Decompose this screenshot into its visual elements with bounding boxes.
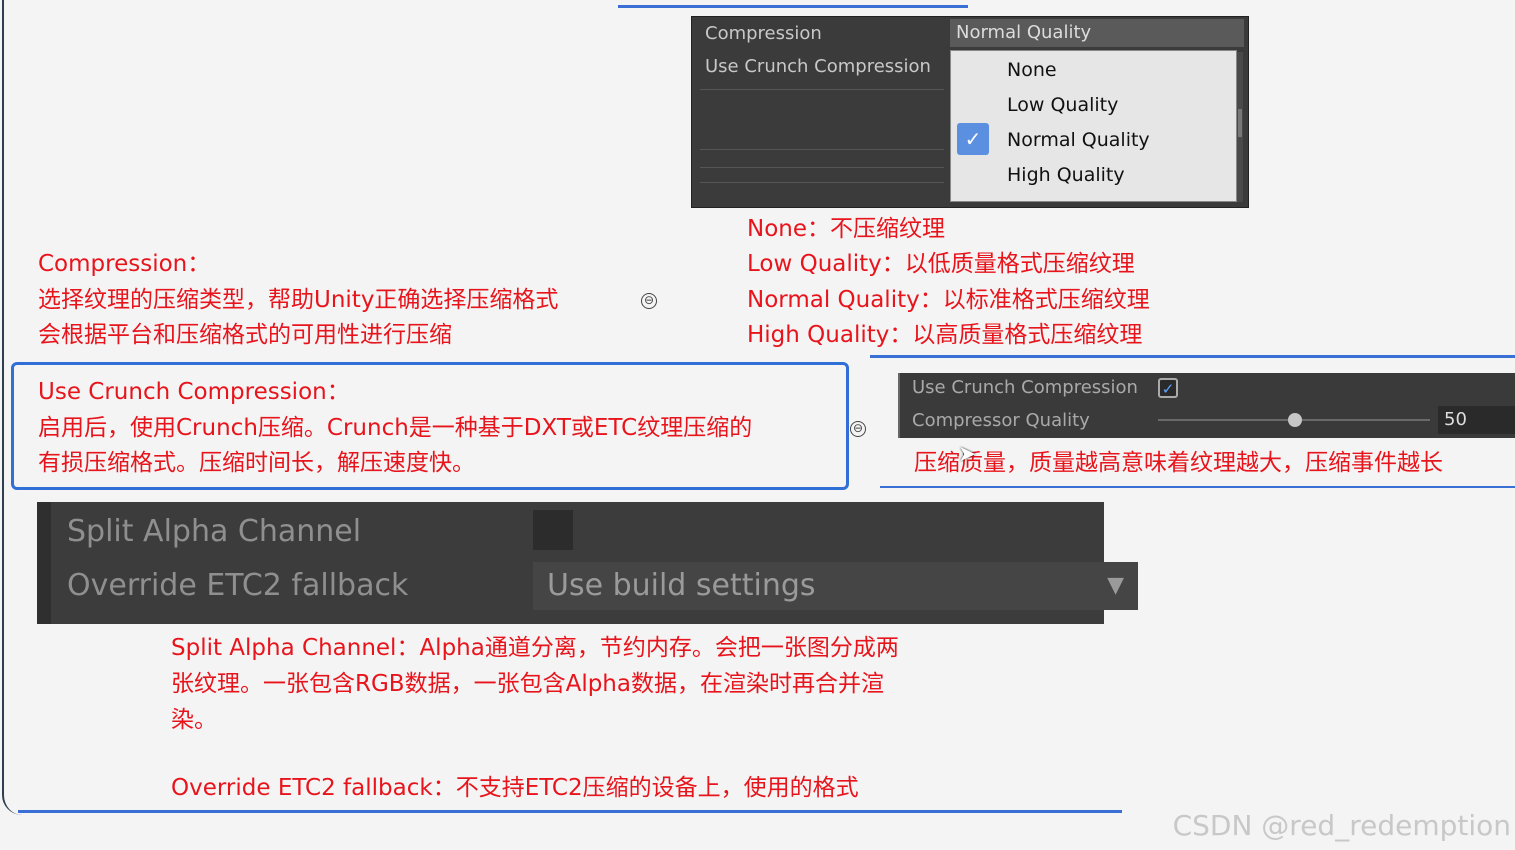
crunch-note-line: 启用后，使用Crunch压缩。Crunch是一种基于DXT或ETC纹理压缩的 — [38, 415, 753, 441]
quality-value-field[interactable]: 50 — [1438, 406, 1515, 434]
chevron-down-icon: ▼ — [1107, 573, 1124, 598]
compression-note-line: 选择纹理的压缩类型，帮助Unity正确选择压缩格式 — [38, 287, 559, 313]
menu-item-none[interactable]: None — [1007, 59, 1057, 81]
quality-slider-handle[interactable] — [1288, 413, 1302, 427]
crunch-settings-panel: Use Crunch Compression ✓ Compressor Qual… — [898, 373, 1515, 438]
check-icon: ✓ — [957, 123, 989, 155]
menu-item-normal-quality[interactable]: Normal Quality — [1007, 129, 1150, 151]
crunch-quality-note: 压缩质量，质量越高意味着纹理越大，压缩事件越长 — [914, 450, 1443, 476]
crunch-note-title: Use Crunch Compression： — [38, 379, 350, 405]
use-crunch-label: Use Crunch Compression — [912, 377, 1138, 398]
unity-compression-panel: Compression Use Crunch Compression Norma… — [691, 16, 1249, 208]
compression-dropdown[interactable]: Normal Quality — [950, 19, 1244, 47]
note-low-quality: Low Quality：以低质量格式压缩纹理 — [747, 251, 1135, 277]
split-note-line: Split Alpha Channel：Alpha通道分离，节约内存。会把一张图… — [171, 635, 899, 661]
note-normal-quality: Normal Quality：以标准格式压缩纹理 — [747, 287, 1150, 313]
watermark: CSDN @red_redemption — [1172, 809, 1511, 842]
use-crunch-checkbox[interactable]: ✓ — [1158, 378, 1178, 398]
split-alpha-panel: Split Alpha Channel Override ETC2 fallba… — [37, 502, 1138, 624]
selected-node-crunch[interactable] — [11, 362, 849, 490]
mindmap-branch-top — [618, 0, 968, 8]
note-none: None：不压缩纹理 — [747, 216, 946, 242]
override-note: Override ETC2 fallback：不支持ETC2压缩的设备上，使用的… — [171, 775, 859, 801]
divider — [700, 167, 944, 168]
split-note-line: 张纹理。一张包含RGB数据，一张包含Alpha数据，在渲染时再合并渲 — [171, 671, 884, 697]
menu-item-low-quality[interactable]: Low Quality — [1007, 94, 1119, 116]
split-alpha-checkbox[interactable] — [533, 510, 573, 550]
divider — [700, 182, 944, 183]
menu-item-high-quality[interactable]: High Quality — [1007, 164, 1125, 186]
compressor-quality-label: Compressor Quality — [912, 410, 1090, 431]
compression-note-line: 会根据平台和压缩格式的可用性进行压缩 — [38, 322, 452, 348]
override-etc2-label: Override ETC2 fallback — [67, 568, 409, 603]
mouse-cursor-icon: ➤ — [958, 442, 977, 467]
note-high-quality: High Quality：以高质量格式压缩纹理 — [747, 322, 1143, 348]
compression-note-title: Compression： — [38, 251, 211, 277]
collapse-icon[interactable]: ⊖ — [641, 293, 657, 309]
divider — [700, 89, 944, 90]
mindmap-branch-right-lower — [880, 486, 1515, 488]
mindmap-branch-bottom — [18, 810, 1122, 813]
crunch-note-line: 有损压缩格式。压缩时间长，解压速度快。 — [38, 450, 475, 476]
dropdown-value: Use build settings — [547, 568, 816, 603]
compression-label: Compression — [705, 23, 822, 44]
override-etc2-dropdown[interactable]: Use build settings ▼ — [533, 562, 1138, 610]
compression-options-menu: None Low Quality ✓ Normal Quality High Q… — [950, 50, 1237, 202]
collapse-icon[interactable]: ⊖ — [850, 421, 866, 437]
mindmap-branch-right — [870, 355, 1515, 358]
use-crunch-label: Use Crunch Compression — [705, 56, 931, 77]
scrollbar-thumb[interactable] — [1238, 109, 1242, 137]
split-note-line: 染。 — [171, 707, 217, 733]
divider — [700, 149, 944, 150]
mindmap-branch-left — [2, 0, 24, 815]
split-alpha-label: Split Alpha Channel — [67, 514, 362, 549]
